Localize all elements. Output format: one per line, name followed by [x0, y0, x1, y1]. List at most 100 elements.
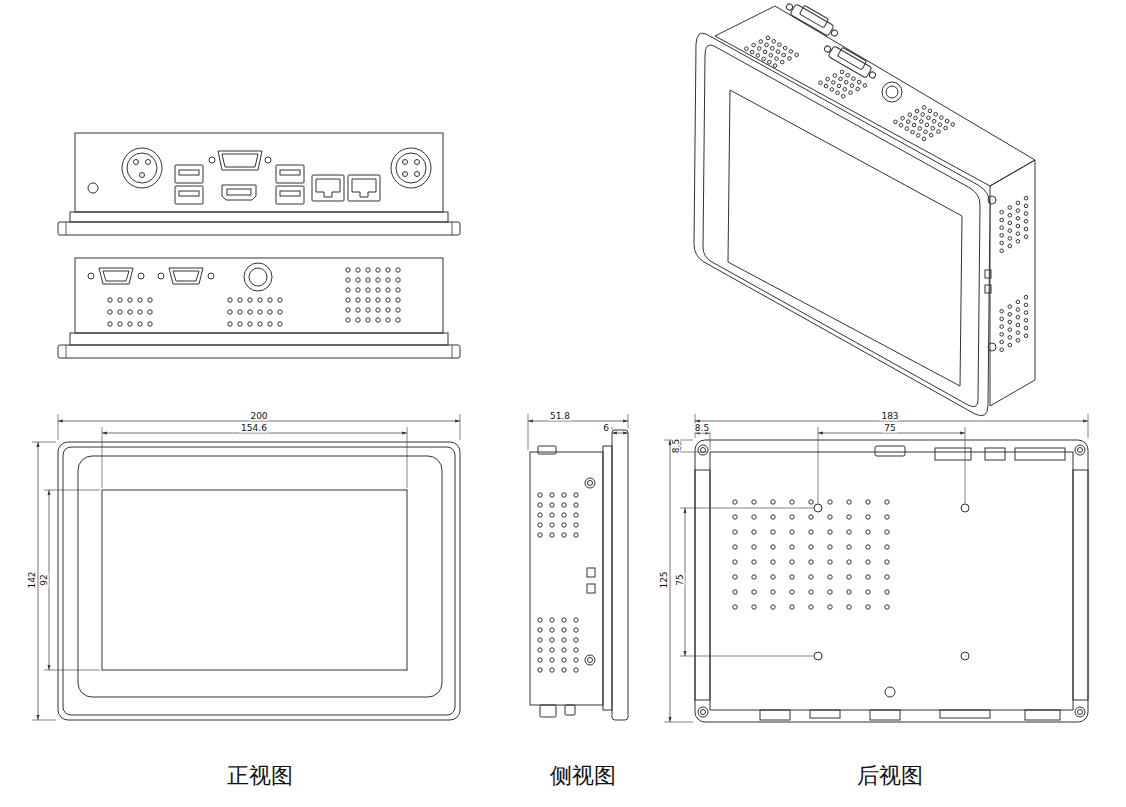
vent-hole	[138, 310, 142, 314]
vent-hole	[366, 288, 370, 292]
extension-line	[44, 670, 100, 671]
dimension-text: 8.5	[693, 424, 711, 433]
vent-hole	[386, 318, 390, 322]
vent-hole	[1008, 221, 1012, 225]
clip	[985, 285, 991, 293]
connector-stub	[565, 705, 575, 715]
vent-hole	[752, 530, 756, 534]
vent-hole	[1000, 333, 1004, 337]
dimension-text: 142	[28, 569, 37, 590]
vent-hole	[376, 308, 380, 312]
vent-hole	[1024, 235, 1028, 239]
vent-hole	[366, 318, 370, 322]
vent-hole	[759, 40, 763, 44]
vent-hole	[938, 123, 942, 127]
clip	[587, 568, 595, 577]
vent-hole	[780, 60, 784, 64]
vent-hole	[550, 638, 554, 642]
dimension-line	[38, 442, 39, 720]
hdmi-inner	[227, 189, 251, 195]
vent-hole	[745, 47, 749, 51]
vent-hole	[918, 127, 922, 131]
m12-connector-inner	[396, 153, 426, 183]
vent-hole	[356, 278, 360, 282]
vent-hole	[550, 513, 554, 517]
vent-hole	[562, 513, 566, 517]
vent-hole	[574, 533, 578, 537]
housing-step	[70, 333, 448, 345]
extension-line	[680, 656, 814, 657]
vent-hole	[1024, 326, 1028, 330]
screw	[785, 3, 793, 11]
vent-hole	[148, 298, 152, 302]
rj45-inner	[352, 179, 376, 197]
vent-hole	[752, 560, 756, 564]
dimension-text: 6	[601, 424, 611, 433]
vent-hole	[366, 298, 370, 302]
vent-hole	[809, 515, 813, 519]
vent-hole	[1024, 334, 1028, 338]
vent-hole	[562, 668, 566, 672]
screw	[208, 273, 214, 279]
vent-hole	[1000, 325, 1004, 329]
screw-head	[1078, 710, 1083, 715]
screw-head	[588, 481, 593, 486]
screw	[823, 45, 831, 53]
vent-hole	[866, 500, 870, 504]
extension-line	[676, 452, 708, 453]
dimension-line	[102, 433, 407, 434]
vent-hole	[538, 668, 542, 672]
vent-hole	[550, 523, 554, 527]
vent-hole	[885, 605, 889, 609]
vent-hole	[128, 322, 132, 326]
vent-hole	[752, 605, 756, 609]
vent-hole	[847, 560, 851, 564]
vent-hole	[788, 57, 792, 61]
vent-hole	[258, 298, 262, 302]
vent-hole	[376, 288, 380, 292]
vent-hole	[1016, 216, 1020, 220]
vent-hole	[1016, 323, 1020, 327]
extension-line	[460, 414, 461, 440]
vent-hole	[919, 120, 923, 124]
vent-hole	[866, 545, 870, 549]
vent-hole	[562, 638, 566, 642]
vent-hole	[1024, 319, 1028, 323]
bezel-detail	[452, 222, 453, 235]
vent-hole	[915, 109, 919, 113]
vent-hole	[750, 50, 754, 54]
vent-hole	[790, 515, 794, 519]
extension-line	[1088, 414, 1089, 438]
vent-hole	[776, 50, 780, 54]
vent-hole	[932, 119, 936, 123]
pin	[403, 172, 408, 177]
vent-hole	[863, 84, 867, 88]
vent-hole	[866, 590, 870, 594]
vent-hole	[550, 628, 554, 632]
vent-hole	[847, 530, 851, 534]
screen	[102, 490, 407, 670]
rj45-port	[312, 175, 344, 201]
vent-hole	[921, 113, 925, 117]
view-caption: 侧视图	[548, 765, 618, 787]
vent-hole	[763, 50, 767, 54]
vent-hole	[841, 94, 845, 98]
vent-hole	[758, 47, 762, 51]
extension-line	[965, 427, 966, 504]
vent-hole	[356, 318, 360, 322]
bezel	[612, 430, 628, 720]
vent-hole	[228, 298, 232, 302]
vent-hole	[733, 545, 737, 549]
dimension-line	[670, 440, 671, 722]
vent-hole	[538, 493, 542, 497]
vent-hole	[538, 533, 542, 537]
vga-port	[218, 151, 262, 170]
clip	[985, 270, 991, 278]
bezel-detail	[66, 345, 67, 358]
vent-hole	[1008, 206, 1012, 210]
vent-hole	[771, 515, 775, 519]
vent-hole	[770, 46, 774, 50]
vent-hole	[944, 126, 948, 130]
vent-hole	[885, 590, 889, 594]
display-frame	[78, 456, 442, 697]
